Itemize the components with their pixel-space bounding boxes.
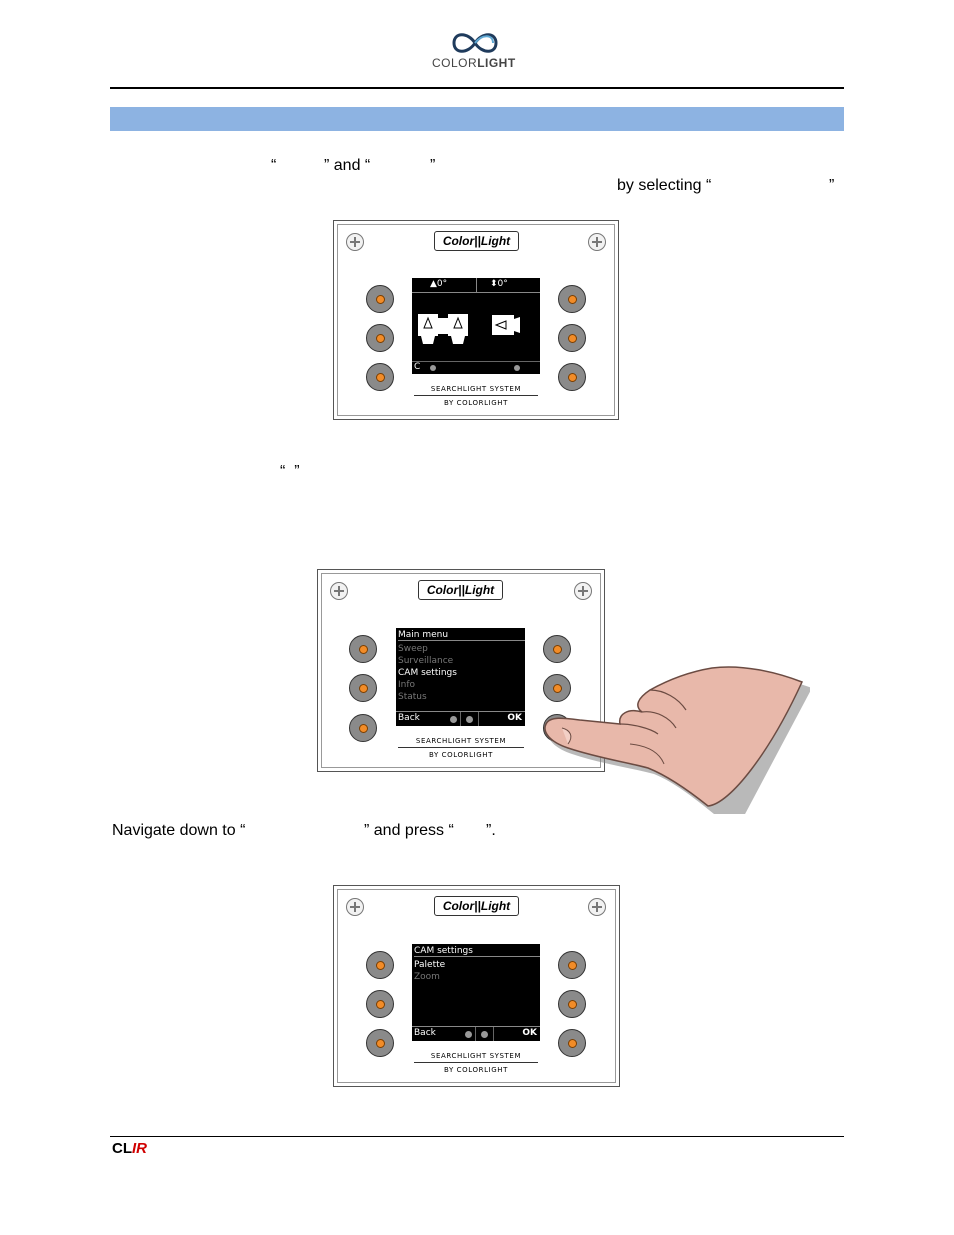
footer-separator (478, 712, 479, 726)
footer-brand-cl: CL (112, 1140, 132, 1157)
control-panel-cam-settings: Color||Light CAM settings Palette Zoom B… (333, 885, 620, 1087)
right-button-1[interactable] (558, 951, 586, 979)
status-divider (476, 278, 477, 292)
back-softkey[interactable]: Back (414, 1028, 436, 1038)
menu-footer: Back OK (412, 1026, 540, 1041)
indicator-dot (430, 365, 436, 371)
display-screen: CAM settings Palette Zoom Back OK (412, 944, 540, 1041)
left-button-3[interactable] (366, 363, 394, 391)
screw-icon (588, 898, 606, 916)
indicator-dot (481, 1031, 488, 1038)
indicator-dot (514, 365, 520, 371)
indicator-dot (450, 716, 457, 723)
logo-wordmark: COLORLIGHT (432, 56, 516, 70)
logo-text-light: COLOR (432, 56, 478, 70)
panel-caption-system: SEARCHLIGHT SYSTEM (415, 737, 507, 745)
screw-icon (346, 898, 364, 916)
back-softkey[interactable]: Back (398, 713, 420, 723)
navigate-middle: ” and press “ (364, 822, 454, 839)
right-button-2[interactable] (543, 674, 571, 702)
navigate-prefix: Navigate down to “ (112, 822, 246, 839)
left-button-3[interactable] (366, 1029, 394, 1057)
right-button-1[interactable] (543, 635, 571, 663)
panel-caption-brand: BY COLORLIGHT (443, 1066, 509, 1074)
footer-rule (110, 1136, 844, 1137)
logo-text-bold: LIGHT (477, 56, 516, 70)
right-button-1[interactable] (558, 285, 586, 313)
right-button-3[interactable] (558, 363, 586, 391)
status-row: ▲0° ⬍0° (412, 278, 540, 293)
menu-item-info[interactable]: Info (398, 680, 416, 690)
caption-rule (414, 395, 538, 396)
pointing-hand-icon (544, 666, 810, 814)
ok-softkey[interactable]: OK (522, 1028, 537, 1038)
menu-item-palette[interactable]: Palette (414, 960, 446, 970)
panel-caption-system: SEARCHLIGHT SYSTEM (430, 385, 522, 393)
panel-caption-brand: BY COLORLIGHT (428, 751, 494, 759)
pan-value: 0° (497, 279, 508, 289)
menu-footer: Back OK (396, 711, 525, 726)
control-panel-home: Color||Light ▲0° ⬍0° C SEARCHLIGHT (333, 220, 619, 420)
brand-label: Color||Light (434, 231, 519, 251)
left-button-2[interactable] (366, 324, 394, 352)
left-button-3[interactable] (349, 714, 377, 742)
corner-label: C (414, 362, 421, 372)
brand-label: Color||Light (418, 580, 503, 600)
caption-rule (414, 1062, 538, 1063)
ok-softkey[interactable]: OK (507, 713, 522, 723)
camera-diagram-icon (418, 314, 520, 344)
screw-icon (574, 582, 592, 600)
footer-brand-ir: IR (132, 1140, 147, 1157)
navigate-suffix: ”. (486, 822, 496, 839)
display-screen: Main menu Sweep Surveillance CAM setting… (396, 628, 525, 726)
footer-separator (493, 1027, 494, 1041)
section-heading-bar (110, 107, 844, 131)
tilt-readout: ▲0° (430, 279, 448, 289)
tilt-value: 0° (436, 279, 448, 289)
intro-and-text: ” and “ (324, 157, 371, 174)
left-button-2[interactable] (349, 674, 377, 702)
menu-item-surveillance[interactable]: Surveillance (398, 656, 454, 666)
right-button-2[interactable] (558, 990, 586, 1018)
panel-border (321, 573, 601, 768)
infinity-logo-icon (452, 33, 498, 53)
left-button-1[interactable] (349, 635, 377, 663)
menu-item-cam-settings[interactable]: CAM settings (398, 668, 457, 678)
menu-title: Main menu (398, 630, 525, 641)
right-button-2[interactable] (558, 324, 586, 352)
panel-caption-brand: BY COLORLIGHT (443, 399, 509, 407)
intro-quote-close: ” (430, 157, 436, 174)
menu-title: CAM settings (414, 946, 540, 957)
brand-label: Color||Light (434, 896, 519, 916)
indicator-dot (465, 1031, 472, 1038)
intro-by-selecting: by selecting “ (617, 177, 712, 194)
mid-quote-pair: “ ” (280, 463, 300, 480)
intro-quote-close-2: ” (829, 177, 835, 194)
indicator-dot (466, 716, 473, 723)
right-button-3[interactable] (558, 1029, 586, 1057)
screw-icon (346, 233, 364, 251)
header-rule (110, 87, 844, 89)
screw-icon (330, 582, 348, 600)
menu-item-sweep[interactable]: Sweep (398, 644, 428, 654)
panel-border (337, 224, 615, 416)
panel-border (337, 889, 616, 1083)
screen-footer: C (412, 361, 540, 374)
footer-product-name: CLIR (112, 1140, 147, 1157)
footer-separator (460, 712, 461, 726)
menu-item-status[interactable]: Status (398, 692, 427, 702)
intro-quote-open: “ (271, 157, 277, 174)
screw-icon (588, 233, 606, 251)
colorlight-logo: COLORLIGHT (420, 30, 530, 76)
footer-separator (475, 1027, 476, 1041)
panel-caption-system: SEARCHLIGHT SYSTEM (430, 1052, 522, 1060)
display-screen: ▲0° ⬍0° C (412, 278, 540, 374)
left-button-2[interactable] (366, 990, 394, 1018)
left-button-1[interactable] (366, 285, 394, 313)
pan-readout: ⬍0° (490, 279, 508, 289)
caption-rule (398, 747, 524, 748)
left-button-1[interactable] (366, 951, 394, 979)
menu-item-zoom[interactable]: Zoom (414, 972, 440, 982)
